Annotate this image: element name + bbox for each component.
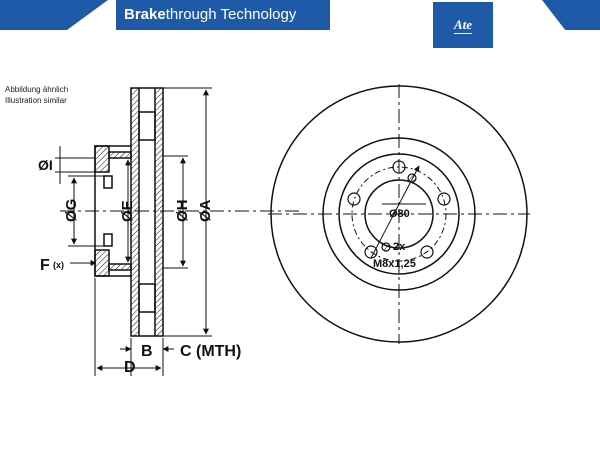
caption-line-de: Abbildung ähnlich — [5, 85, 69, 94]
label-f-sub: (x) — [53, 260, 64, 270]
label-d: D — [124, 359, 136, 376]
side-section-view — [60, 87, 300, 337]
label-dia-i: ØI — [38, 157, 53, 173]
thread-leader — [370, 165, 420, 259]
threaded-hole-lower — [381, 242, 391, 252]
outer-friction-ring — [130, 87, 140, 337]
center-bore — [103, 175, 113, 189]
banner-title-bold: Brake — [124, 6, 166, 23]
header-banner: Brakethrough Technology — [0, 0, 600, 30]
hub-rim-top — [108, 151, 132, 159]
caption: Abbildung ähnlich Illustration similar — [5, 84, 68, 106]
stud-hole-top — [392, 160, 406, 174]
banner-title-rest: through Technology — [165, 6, 297, 23]
hub-flange-bottom — [94, 249, 110, 277]
inner-friction-ring — [154, 87, 164, 337]
label-b: B — [141, 343, 153, 360]
label-dia-h: ØH — [174, 200, 191, 223]
front-view — [268, 84, 530, 344]
label-holes: 2x — [393, 241, 406, 253]
label-dia-e: ØE — [119, 200, 136, 222]
label-dia-a: ØA — [197, 199, 214, 222]
banner-title: Brakethrough Technology — [116, 0, 330, 30]
label-thread: M8x1,25 — [373, 258, 416, 270]
stud-hole-upper-left — [347, 192, 361, 206]
dimension-lines — [55, 87, 212, 376]
ate-logo: Ate — [433, 2, 493, 48]
label-c-mth: C (MTH) — [180, 343, 241, 360]
vent-column-top — [138, 111, 156, 141]
stud-hole-upper-right — [437, 192, 451, 206]
label-pcd: Ø80 — [389, 208, 410, 220]
vent-column-bottom — [138, 283, 156, 313]
label-f: F — [40, 257, 50, 274]
hub-rim-bottom — [108, 263, 132, 271]
hub-flange-top — [94, 145, 110, 173]
threaded-hole-upper — [407, 173, 417, 183]
caption-line-en: Illustration similar — [5, 96, 67, 105]
label-dia-g: ØG — [63, 199, 80, 222]
ate-logo-text: Ate — [453, 16, 473, 34]
stud-hole-lower-right — [420, 245, 434, 259]
